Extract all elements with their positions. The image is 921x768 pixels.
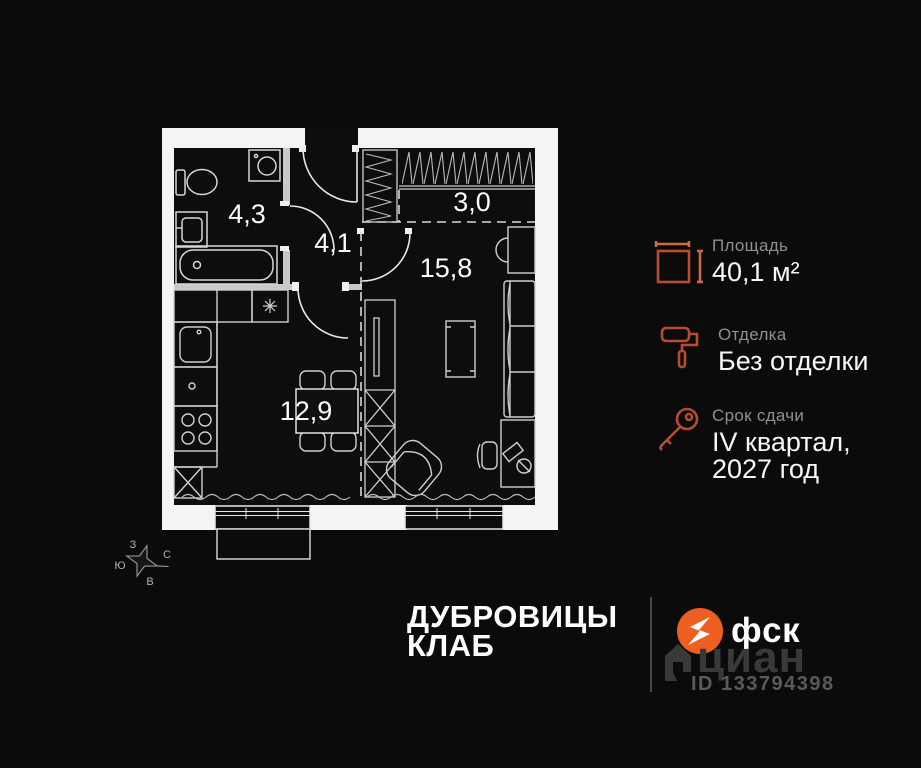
washing-machine <box>248 149 281 182</box>
paint-roller-icon <box>654 325 718 378</box>
area-label: Площадь <box>712 236 789 255</box>
fsk-logo-icon <box>677 608 723 654</box>
entrance-door-arc <box>302 147 358 203</box>
fridge <box>251 289 289 323</box>
info-item-completion: Срок сдачи IV квартал, 2027 год <box>654 406 851 483</box>
compass-letter-left: Ю <box>114 560 125 572</box>
compass-letter-top: З <box>130 539 137 551</box>
completion-value: IV квартал, <box>712 427 851 457</box>
room-labels: 4,3 4,1 3,0 15,8 12,9 <box>228 187 491 426</box>
project-title-line2: КЛАБ <box>407 628 495 663</box>
developer-logo: фск <box>676 607 800 655</box>
wardrobe-fittings <box>362 149 535 223</box>
kitchen-fittings <box>173 289 359 499</box>
bathroom-fixtures <box>175 149 281 285</box>
stove <box>173 405 218 452</box>
hallway-area-label: 4,1 <box>314 228 352 258</box>
sofa <box>503 280 536 418</box>
mirror <box>373 317 380 377</box>
project-title-line1: ДУБРОВИЦЫ <box>407 599 618 634</box>
window-left <box>214 505 311 530</box>
wardrobe-hatch <box>363 153 394 222</box>
wardrobe-area-label: 3,0 <box>453 187 491 217</box>
living-area-label: 15,8 <box>420 253 473 283</box>
dining-table <box>295 370 359 452</box>
bathroom-door-arc <box>289 205 335 251</box>
developer-name: фск <box>731 611 801 650</box>
living-furniture <box>385 226 536 497</box>
desk <box>500 419 536 488</box>
storage-column <box>364 299 396 498</box>
toilet <box>175 168 218 196</box>
bathroom-area-label: 4,3 <box>228 199 266 229</box>
dresser <box>495 226 536 274</box>
listing-id: ID 133794398 <box>691 673 835 695</box>
armchair <box>385 439 443 497</box>
radiator-lines <box>181 493 536 501</box>
compass-letter-bottom: В <box>146 576 153 588</box>
info-item-area: Площадь 40,1 м² <box>654 236 800 293</box>
apartment-interior <box>162 128 558 530</box>
window-right <box>404 505 504 530</box>
snowflake-icon <box>263 299 277 313</box>
completion-value-line2: 2027 год <box>712 454 819 484</box>
key-icon <box>654 406 712 461</box>
desk-chair <box>476 441 498 470</box>
compass-star <box>125 544 159 578</box>
doors <box>289 147 411 339</box>
compass-north-pointer <box>157 565 169 568</box>
balcony <box>216 528 311 560</box>
kitchen-area-label: 12,9 <box>280 396 333 426</box>
info-item-finishing: Отделка Без отделки <box>654 325 868 378</box>
zone-boundaries <box>360 190 535 500</box>
partition-walls <box>174 148 362 290</box>
finishing-label: Отделка <box>718 325 787 344</box>
clothes-rail <box>399 185 535 190</box>
compass: З С Ю В <box>114 539 171 588</box>
low-cabinet <box>173 466 203 499</box>
cian-watermark: циан <box>659 636 806 682</box>
completion-label: Срок сдачи <box>712 406 805 425</box>
bathtub <box>175 245 278 285</box>
brand-divider <box>650 597 652 692</box>
area-icon <box>654 236 712 293</box>
clothes-rail-hatch <box>402 152 533 184</box>
kitchen-door-arc <box>297 287 349 339</box>
finishing-value: Без отделки <box>718 346 869 376</box>
cian-house-icon <box>665 644 691 681</box>
cian-watermark-text: циан <box>697 633 807 682</box>
sink <box>175 211 208 248</box>
outer-walls <box>162 128 558 530</box>
project-title: ДУБРОВИЦЫ КЛАБ <box>407 599 618 663</box>
area-value: 40,1 м² <box>712 257 800 287</box>
compass-letter-right: С <box>163 549 171 561</box>
living-door-arc <box>361 232 411 282</box>
coffee-table <box>445 320 476 378</box>
